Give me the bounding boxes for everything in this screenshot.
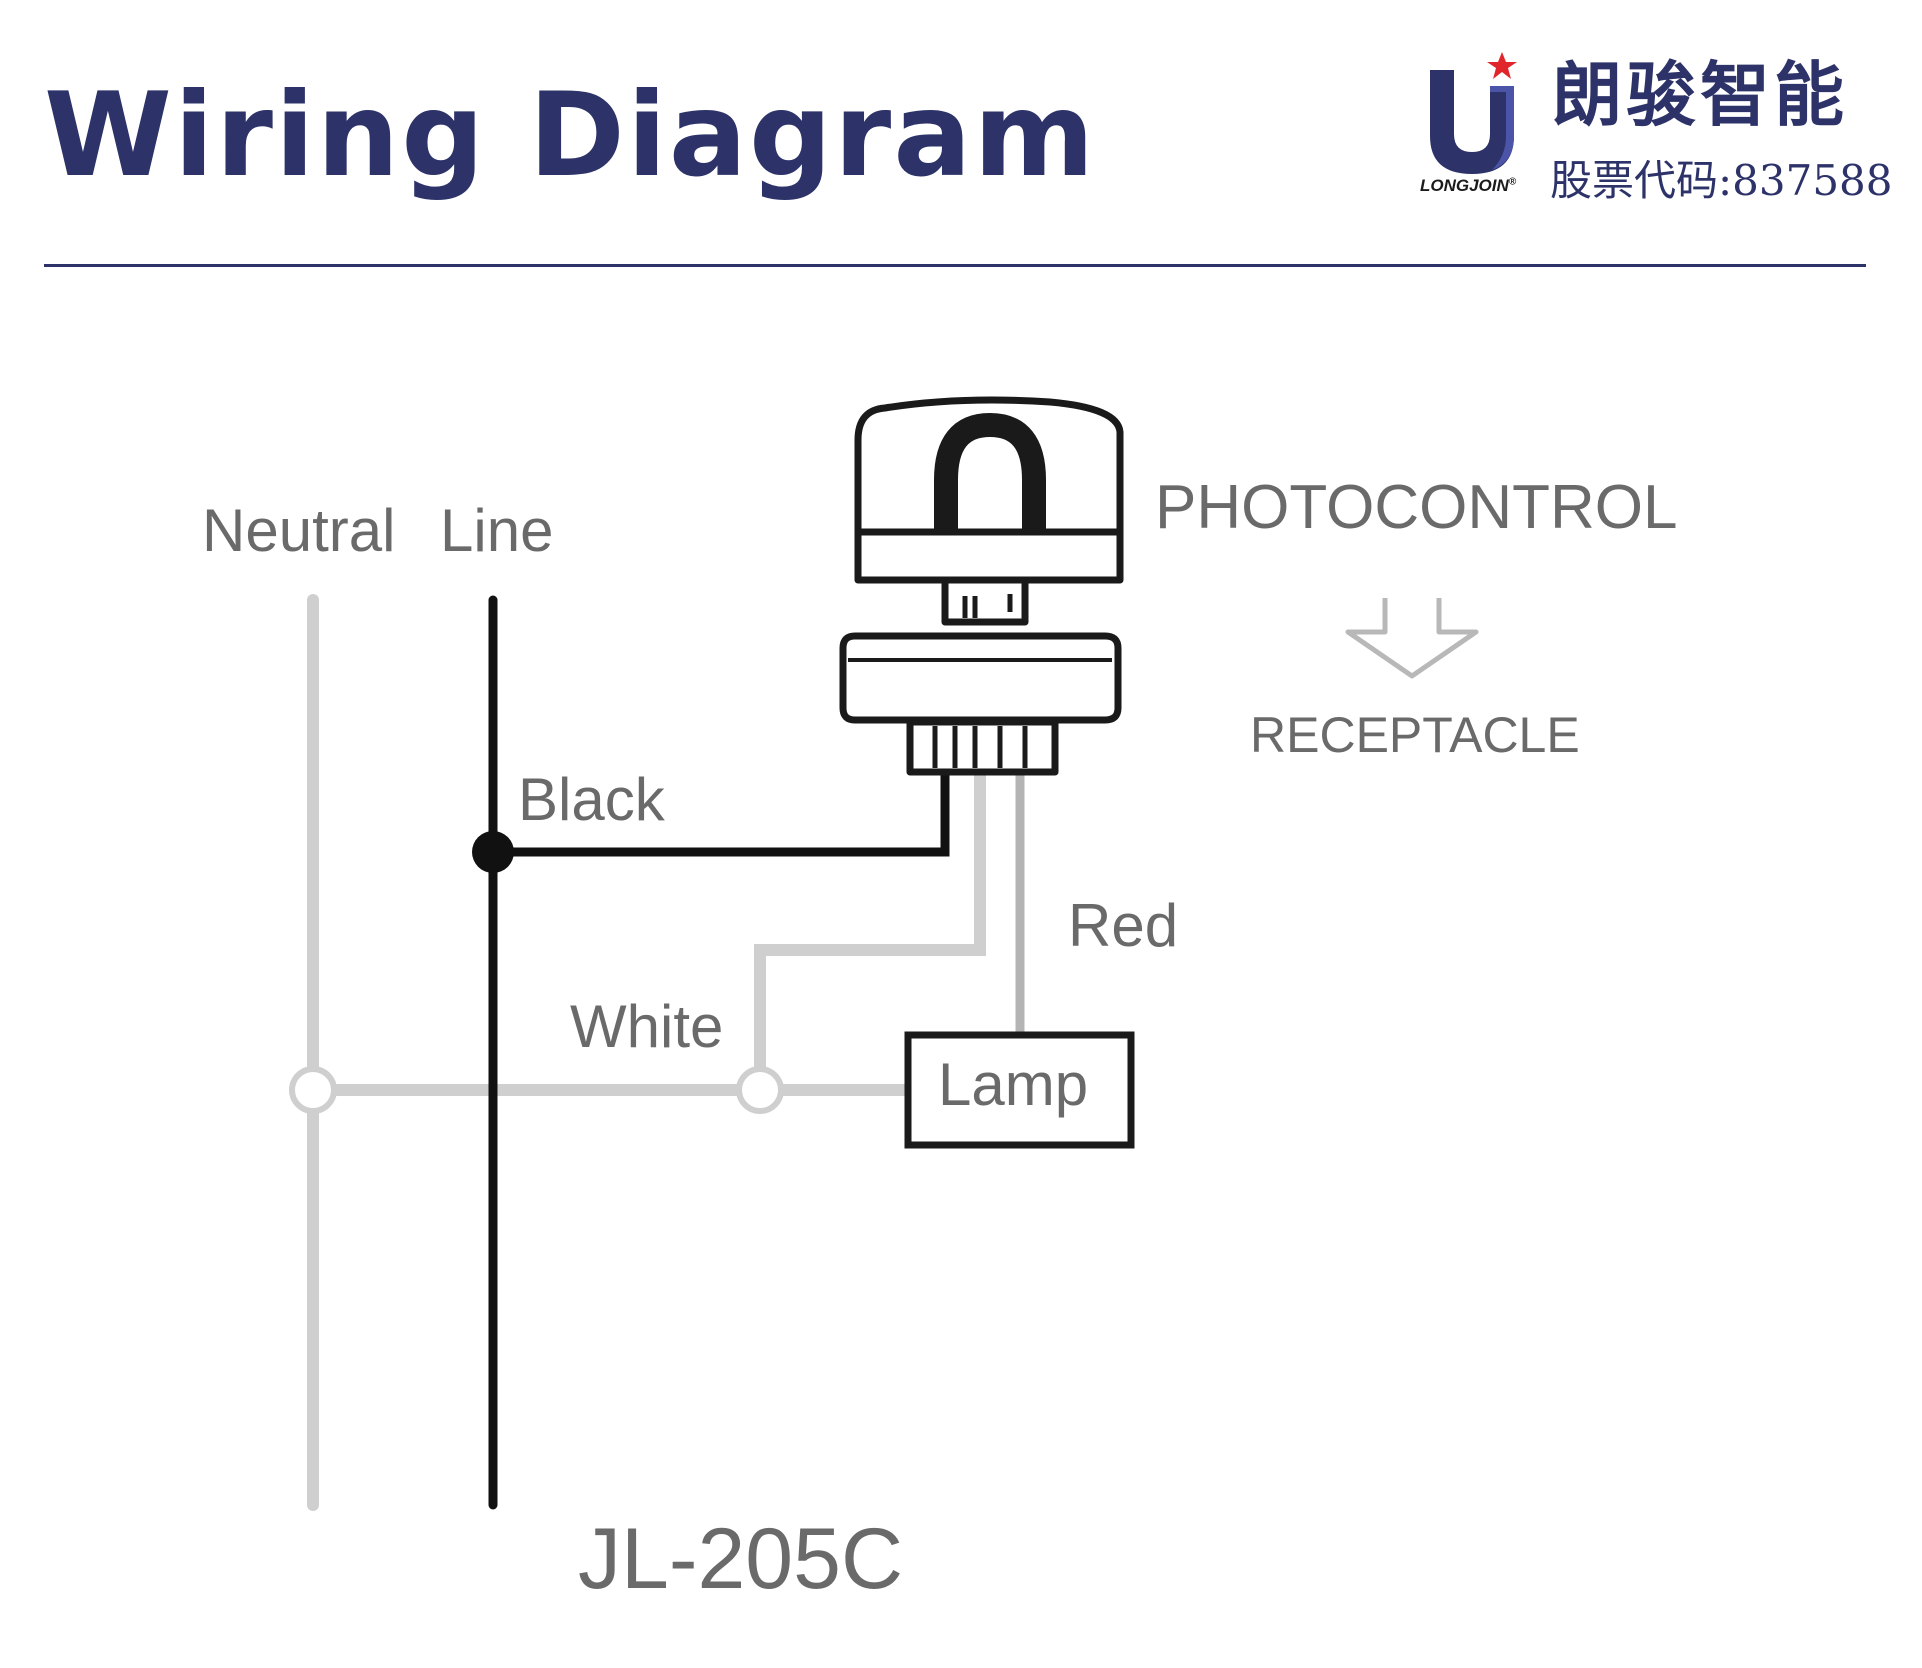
model-label: JL-205C [578, 1511, 903, 1607]
line-label: Line [440, 497, 553, 564]
white-junction [736, 1066, 784, 1114]
white-wire [754, 765, 986, 1090]
lamp-label: Lamp [938, 1051, 1088, 1118]
brand-chinese-name: 朗骏智能 [1552, 53, 1848, 136]
page-title: Wiring Diagram [44, 68, 1097, 203]
lamp-box [904, 1031, 1135, 1149]
company-logo: 朗骏智能 股票代码:837588 LONGJOIN® [1420, 52, 1893, 212]
down-arrow-icon [1345, 598, 1479, 679]
photocontrol-device [854, 396, 1124, 626]
stock-code-line: 股票代码:837588 [1550, 160, 1893, 202]
brand-english-text: LONGJOIN [1420, 176, 1509, 195]
white-label: White [570, 993, 723, 1060]
black-wire [493, 765, 950, 857]
black-label: Black [518, 766, 666, 833]
neutral-label: Neutral [202, 497, 395, 564]
black-junction-dot [472, 831, 514, 873]
neutral-junction [289, 1066, 337, 1114]
photocontrol-label: PHOTOCONTROL [1155, 473, 1677, 542]
header-divider [44, 264, 1866, 267]
red-star-icon [1487, 52, 1517, 79]
stock-code-value: 837588 [1732, 156, 1893, 205]
red-label: Red [1068, 892, 1178, 959]
receptacle-device [839, 632, 1122, 776]
stock-code-label: 股票代码: [1550, 156, 1733, 205]
longjoin-u-icon [1430, 52, 1517, 174]
registered-mark: ® [1508, 176, 1517, 188]
receptacle-label: RECEPTACLE [1250, 707, 1580, 763]
brand-english-name: LONGJOIN® [1420, 176, 1516, 196]
